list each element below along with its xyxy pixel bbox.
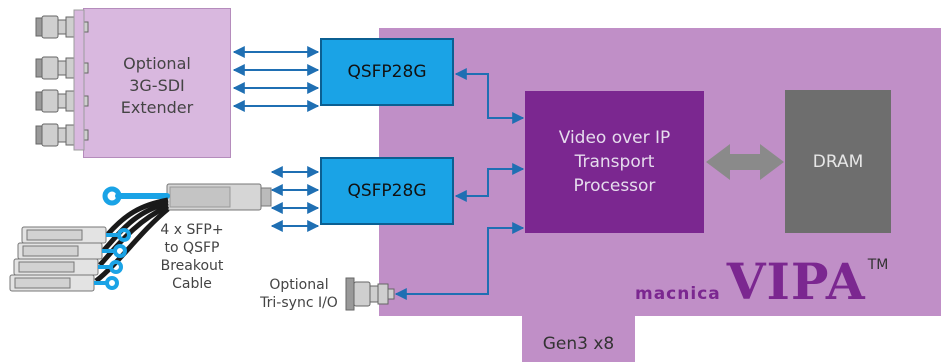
trisync-to-processor-link: [394, 222, 525, 300]
pcie-edge-connector: [522, 316, 635, 362]
trisync-bnc-icon: [345, 277, 395, 311]
video-over-ip-processor-block: Video over IP Transport Processor: [525, 91, 704, 233]
bnc-connector-icons: [35, 9, 89, 151]
breakout-cable-label: 4 x SFP+ to QSFP Breakout Cable: [160, 222, 224, 292]
qsfp28-bottom-block: QSFP28G: [320, 157, 454, 225]
vipa-logo-text: VIPA: [726, 252, 866, 311]
memory-bus-arrow: [706, 144, 784, 180]
trisync-label: Optional Tri-sync I/O: [260, 277, 338, 311]
qsfp28-top-block: QSFP28G: [320, 38, 454, 106]
sfp-links: [270, 166, 320, 232]
macnica-logo-text: macnica: [635, 284, 721, 304]
sdi-extender-box: Optional 3G-SDI Extender: [83, 8, 231, 158]
breakout-cable-icon: [9, 183, 272, 292]
sdi-extender-label: Optional 3G-SDI Extender: [120, 54, 194, 117]
pcie-label: Gen3 x8: [542, 334, 615, 354]
vipa-logo: macnica VIPA TM: [635, 252, 888, 311]
sdi-links: [232, 46, 320, 112]
qsfp-bottom-to-processor-link: [454, 163, 525, 202]
qsfp-top-to-processor-link: [454, 68, 525, 124]
dram-block: DRAM: [785, 90, 891, 233]
trademark-symbol: TM: [867, 257, 889, 273]
